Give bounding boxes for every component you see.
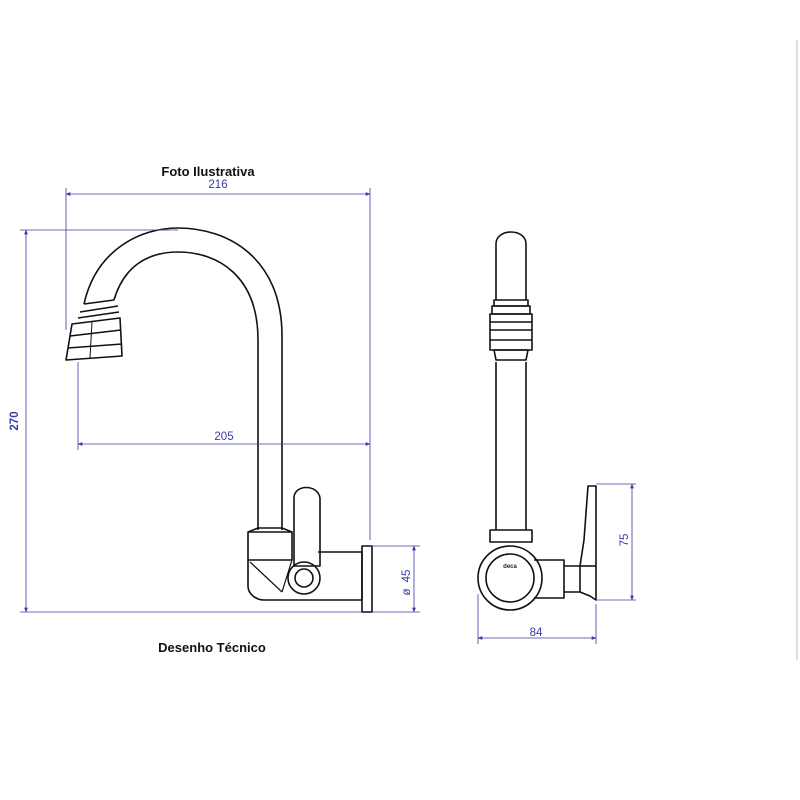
dim-label-height-left: 270 — [9, 411, 21, 430]
dim-label-diameter-group: ø 45 — [401, 570, 413, 596]
caption-bottom: Desenho Técnico — [158, 640, 266, 655]
side-handle — [579, 485, 597, 601]
aerator — [65, 317, 123, 361]
wall-flange — [361, 545, 373, 613]
front-view — [65, 227, 373, 613]
spout-outer — [83, 227, 283, 530]
spout-ring — [83, 299, 115, 305]
spout-inner — [113, 251, 259, 530]
side-view — [477, 231, 597, 611]
dim-label-width-top: 216 — [208, 179, 227, 191]
front-dimensions — [20, 188, 420, 613]
lever-handle — [293, 486, 321, 567]
side-body-circle — [477, 545, 543, 611]
diameter-symbol: ø — [401, 588, 413, 595]
side-dimensions — [477, 483, 636, 644]
valve-knob — [287, 561, 321, 595]
brand-label: deca — [503, 564, 517, 570]
dim-label-reach: 205 — [214, 431, 233, 443]
caption-top: Foto Ilustrativa — [161, 164, 255, 179]
side-spout — [495, 231, 527, 300]
base-block — [247, 531, 293, 561]
dim-label-handle-height: 75 — [619, 534, 631, 547]
dim-label-diameter: 45 — [401, 570, 413, 583]
side-aerator — [489, 313, 533, 351]
dim-label-depth: 84 — [530, 627, 543, 639]
body — [247, 551, 363, 601]
